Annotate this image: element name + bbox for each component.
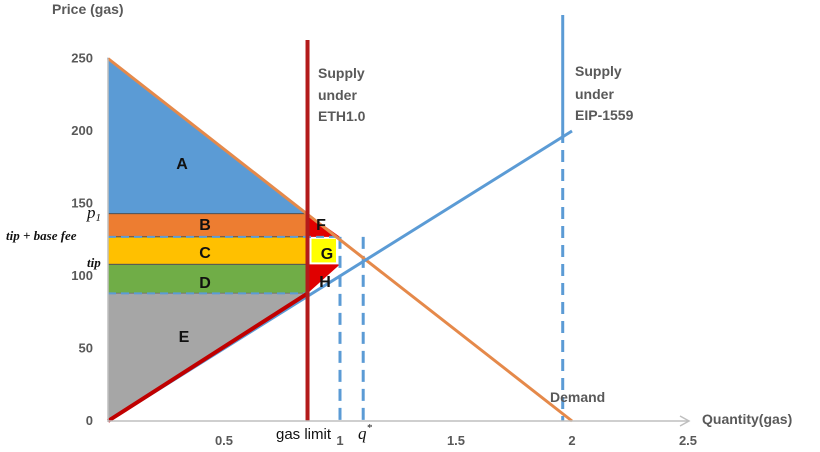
supply-eth1-label-line2: under bbox=[318, 87, 357, 103]
x-tick-label: 2.5 bbox=[679, 433, 697, 448]
x-axis-label: Quantity(gas) bbox=[702, 411, 792, 427]
tip-base-fee-annotation: tip + base fee bbox=[6, 228, 77, 243]
supply-eth1-label-line1: Supply bbox=[318, 65, 365, 81]
x-axis-arrow bbox=[679, 415, 691, 427]
region-label-G: G bbox=[321, 246, 333, 263]
supply-eip-label-line2: under bbox=[575, 86, 614, 102]
axes-layer: 0 50 100 150 200 250 0.5 1 1.5 2 2.5 bbox=[71, 51, 697, 449]
q-star-annotation: q* bbox=[358, 422, 373, 443]
region-C bbox=[107, 236, 309, 265]
p1-text: p bbox=[86, 203, 96, 222]
x-tick-label: 1 bbox=[336, 433, 343, 448]
region-label-C: C bbox=[199, 245, 211, 262]
lines-layer bbox=[106, 15, 573, 423]
region-label-H: H bbox=[319, 274, 331, 291]
y-tick-label: 100 bbox=[71, 268, 93, 283]
demand-line bbox=[107, 57, 573, 423]
x-tick-label: 1.5 bbox=[447, 433, 465, 448]
region-label-E: E bbox=[179, 329, 190, 346]
supply-eth1-diagonal bbox=[106, 291, 309, 423]
demand-label: Demand bbox=[550, 389, 605, 405]
y-axis-label: Price (gas) bbox=[52, 1, 124, 17]
q-star-text: q bbox=[358, 424, 367, 443]
supply-eth1-label-line3: ETH1.0 bbox=[318, 108, 366, 124]
region-label-B: B bbox=[199, 217, 211, 234]
y-tick-label: 0 bbox=[86, 413, 93, 428]
supply-eip-label-line1: Supply bbox=[575, 63, 622, 79]
regions-layer bbox=[107, 57, 340, 422]
q-star-superscript: * bbox=[367, 422, 373, 434]
region-G bbox=[311, 238, 336, 263]
tip-annotation: tip bbox=[87, 255, 101, 270]
region-label-D: D bbox=[199, 275, 211, 292]
y-tick-label: 150 bbox=[71, 196, 93, 211]
y-tick-label: 50 bbox=[79, 341, 93, 356]
y-tick-label: 200 bbox=[71, 123, 93, 138]
supply-eip-label-line3: EIP-1559 bbox=[575, 107, 634, 123]
x-tick-label: 2 bbox=[568, 433, 575, 448]
region-H bbox=[307, 264, 340, 294]
region-label-A: A bbox=[176, 156, 188, 173]
gas-limit-annotation: gas limit bbox=[276, 426, 332, 443]
p1-annotation: p1 bbox=[86, 203, 101, 224]
region-label-F: F bbox=[316, 217, 326, 234]
p1-subscript: 1 bbox=[96, 212, 102, 224]
x-tick-label: 0.5 bbox=[215, 433, 233, 448]
y-tick-label: 250 bbox=[71, 51, 93, 66]
